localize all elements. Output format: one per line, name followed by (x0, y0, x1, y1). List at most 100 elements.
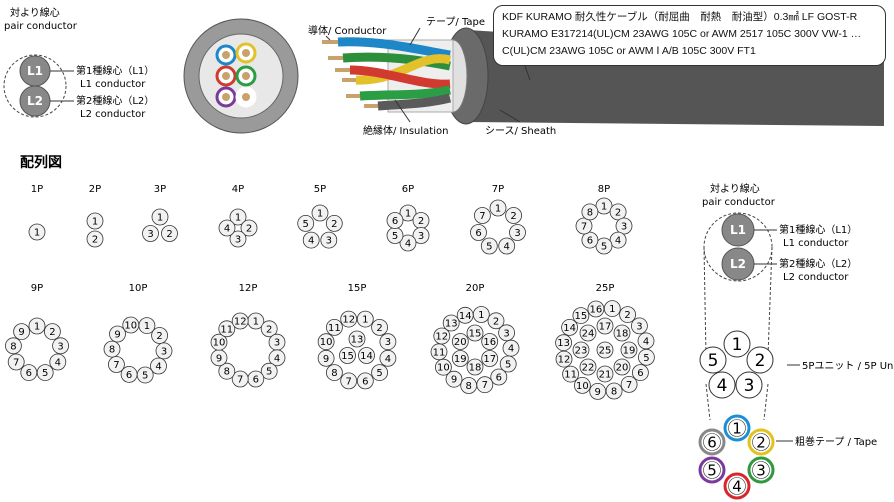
pair-circle (218, 219, 236, 237)
pair-circle (260, 320, 278, 338)
pair-number: 3 (274, 338, 280, 349)
pair-circle (609, 203, 627, 221)
l1-jp-label: 第1種線心（L1） (76, 64, 154, 77)
pair-number: 4 (504, 242, 510, 253)
pair-number: 3 (385, 337, 391, 348)
arrangement-label: 1P (31, 184, 43, 195)
pair-circle (451, 350, 469, 367)
pair-circle (460, 377, 478, 394)
pair-number: 11 (433, 347, 446, 358)
pair-circle (498, 324, 516, 342)
tape-label-right: 粗巻テープ / Tape (795, 436, 877, 448)
pair-circle (498, 237, 516, 255)
pair-number: 5 (505, 360, 511, 371)
pair-number: 15 (575, 311, 588, 322)
pair-number: 17 (483, 354, 496, 365)
pair-circle (44, 323, 61, 341)
tape-pair-number: 4 (732, 478, 742, 496)
pair-circle (433, 327, 451, 345)
tape-pair-inner (728, 419, 746, 437)
pair-number: 11 (328, 323, 341, 334)
funnel-left (703, 246, 707, 357)
pair-number: 4 (274, 353, 280, 364)
tape-pair-inner (728, 477, 746, 495)
arrangement-25p: 25P1234567891011121314151617181920212223… (555, 283, 655, 400)
pair-number: 18 (469, 363, 482, 374)
pair-number: 1 (609, 304, 615, 315)
pair-circle (122, 316, 140, 334)
pair-circle (340, 372, 358, 390)
pair-circle (297, 214, 315, 232)
pair-circle (434, 358, 452, 376)
pair-circle (49, 353, 67, 371)
arrangement-label: 6P (402, 184, 414, 195)
pair-number: 2 (92, 235, 98, 246)
pair-number: 1 (253, 317, 259, 328)
yellow-wire (355, 54, 452, 85)
tape-label: テープ/ Tape (426, 16, 485, 28)
pair-circle (150, 357, 167, 375)
pair-number: 1 (34, 322, 40, 333)
pair-circle (619, 306, 636, 324)
pair-circle (587, 300, 605, 318)
pair-circle (268, 349, 286, 367)
pair-number: 1 (34, 228, 40, 239)
unit-pair-number: 1 (732, 335, 743, 355)
pair-circle (473, 207, 491, 224)
pair-number: 4 (308, 236, 314, 247)
pair-circle (86, 230, 104, 248)
tape-pair-number: 5 (707, 462, 717, 480)
pair-circle (151, 208, 169, 226)
pair-number: 11 (220, 324, 233, 335)
pair-circle (379, 349, 397, 367)
pair-number: 14 (459, 311, 472, 322)
pair-circle (317, 333, 335, 351)
pair-legend-top: 対より線心 pair conductor L1 L2 第1種線心（L1） L1 … (3, 6, 154, 120)
conductor-label: 導体/ Conductor (308, 24, 387, 37)
pair-circle (86, 212, 104, 230)
pair-circle (103, 340, 121, 358)
pair-circle (4, 337, 22, 355)
pair-number: 21 (599, 370, 612, 381)
arrangement-label: 15P (348, 283, 367, 294)
pair-circle (142, 225, 159, 242)
pair-circle (356, 310, 374, 328)
pair-number: 10 (213, 338, 226, 349)
pair-circle (489, 199, 507, 217)
section-core-conductor (242, 49, 250, 57)
pair-label-jp: 対より線心 (10, 6, 60, 19)
pair-number: 25 (599, 346, 612, 357)
insulation-label: 絶縁体/ Insulation (363, 124, 448, 137)
tape-pair-number: 2 (756, 434, 766, 452)
pair-number: 6 (126, 370, 132, 381)
pair-legend-right: 対より線心 pair conductor L1 L2 第1種線心（L1） L1 … (698, 182, 894, 500)
pair-circle (231, 312, 249, 330)
pair-number: 16 (590, 305, 603, 316)
right-l2-text: L2 (730, 257, 746, 271)
pair-number: 5 (376, 368, 382, 379)
cable-cross-section (183, 18, 299, 134)
pair-circle (120, 365, 138, 383)
pair-circle (603, 300, 621, 318)
pair-circle (161, 225, 178, 242)
right-l2-jp: 第2種線心（L2） (779, 257, 857, 270)
pair-number: 1 (144, 321, 150, 332)
gray-wire (377, 93, 452, 111)
pair-circle (20, 364, 38, 382)
pair-number: 6 (637, 368, 643, 379)
right-pair-label-jp: 対より線心 (710, 182, 760, 195)
pair-circle (399, 204, 417, 222)
pair-circle (638, 348, 655, 366)
pair-number: 2 (418, 216, 424, 227)
pair-number: 20 (454, 337, 467, 348)
pair-circle (7, 353, 25, 371)
l2-jp-label: 第2種線心（L2） (76, 94, 154, 107)
right-pair-label-en: pair conductor (702, 197, 776, 208)
conductor-leader (325, 35, 331, 41)
pair-circle (317, 349, 335, 367)
pair-circle (210, 333, 228, 351)
